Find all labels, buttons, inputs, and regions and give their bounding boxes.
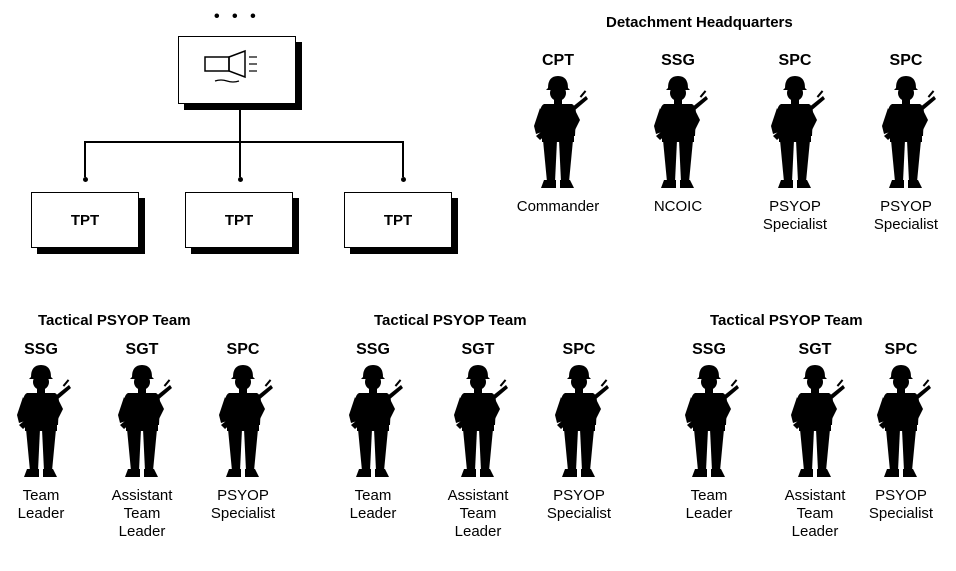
rank-label: SPC: [889, 52, 923, 69]
soldier-icon: [448, 363, 508, 481]
soldier-icon: [785, 363, 845, 481]
soldier-icon: [549, 363, 609, 481]
team-1-title: Tactical PSYOP Team: [38, 312, 191, 329]
soldier-icon: [679, 363, 739, 481]
role-label: PSYOP Specialist: [762, 198, 828, 233]
role-label: Commander: [516, 198, 600, 215]
connector-right: [402, 141, 404, 177]
soldier-icon: [343, 363, 403, 481]
detachment-hq-title: Detachment Headquarters: [606, 14, 793, 31]
headquarters-box: [178, 36, 296, 104]
tpt-box-3: TPT: [344, 192, 452, 248]
connector-horizontal: [84, 141, 404, 143]
soldier-icon: [112, 363, 172, 481]
role-label: NCOIC: [653, 198, 703, 215]
tpt-box-1: TPT: [31, 192, 139, 248]
soldier-icon: [213, 363, 273, 481]
connector-dot: [83, 177, 88, 182]
role-label: Team Leader: [17, 487, 65, 522]
tpt-box-2: TPT: [185, 192, 293, 248]
soldier-icon: [11, 363, 71, 481]
rank-label: CPT: [542, 52, 574, 69]
role-label: PSYOP Specialist: [546, 487, 612, 522]
connector-vertical-main: [239, 108, 241, 142]
rank-label: SPC: [562, 341, 596, 358]
loudspeaker-icon: [204, 49, 257, 83]
team-3-title: Tactical PSYOP Team: [710, 312, 863, 329]
connector-center: [239, 141, 241, 177]
role-label: PSYOP Specialist: [210, 487, 276, 522]
rank-label: SSG: [661, 52, 695, 69]
ellipsis: • • •: [214, 8, 260, 25]
rank-label: SSG: [24, 341, 58, 358]
rank-label: SSG: [356, 341, 390, 358]
connector-dot: [238, 177, 243, 182]
soldier-icon: [648, 74, 708, 192]
rank-label: SGT: [461, 341, 495, 358]
connector-dot: [401, 177, 406, 182]
soldier-icon: [876, 74, 936, 192]
role-label: Team Leader: [349, 487, 397, 522]
connector-left: [84, 141, 86, 177]
role-label: PSYOP Specialist: [868, 487, 934, 522]
rank-label: SPC: [778, 52, 812, 69]
role-label: Assistant Team Leader: [447, 487, 509, 540]
role-label: Assistant Team Leader: [784, 487, 846, 540]
soldier-icon: [765, 74, 825, 192]
rank-label: SPC: [884, 341, 918, 358]
soldier-icon: [528, 74, 588, 192]
role-label: PSYOP Specialist: [873, 198, 939, 233]
rank-label: SGT: [798, 341, 832, 358]
rank-label: SGT: [125, 341, 159, 358]
role-label: Team Leader: [685, 487, 733, 522]
rank-label: SSG: [692, 341, 726, 358]
team-2-title: Tactical PSYOP Team: [374, 312, 527, 329]
soldier-icon: [871, 363, 931, 481]
role-label: Assistant Team Leader: [111, 487, 173, 540]
rank-label: SPC: [226, 341, 260, 358]
